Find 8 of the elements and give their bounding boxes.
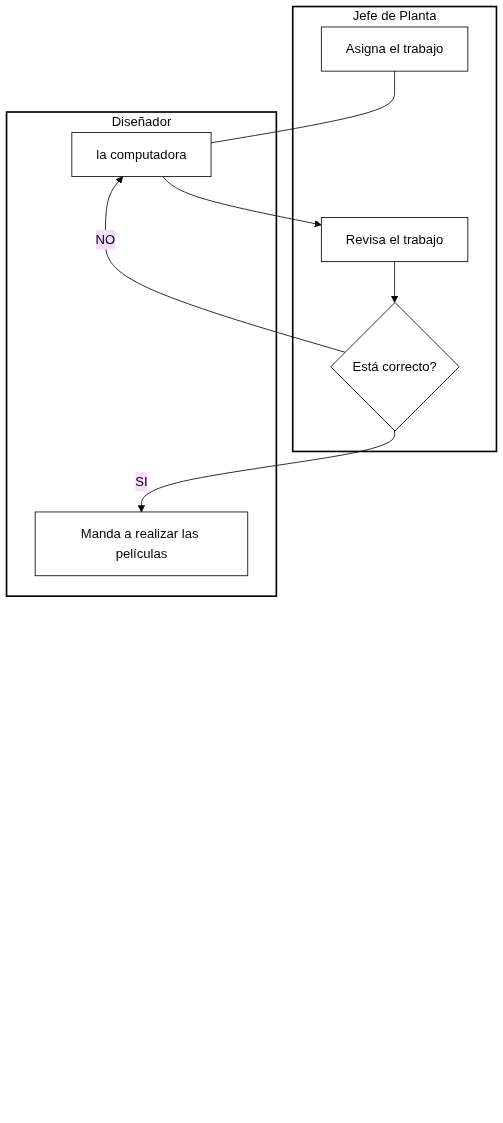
node-box: Asigna el trabajo: [320, 26, 469, 72]
node-box: la computadora: [71, 132, 212, 177]
edge-label: NO: [95, 232, 116, 247]
node-box: Revisa el trabajo: [320, 217, 469, 263]
connector: [210, 70, 395, 144]
node-box: Manda a realizar las películas: [34, 511, 249, 577]
edge-label: SI: [135, 474, 148, 489]
node-diamond: Está correcto?: [330, 302, 460, 432]
